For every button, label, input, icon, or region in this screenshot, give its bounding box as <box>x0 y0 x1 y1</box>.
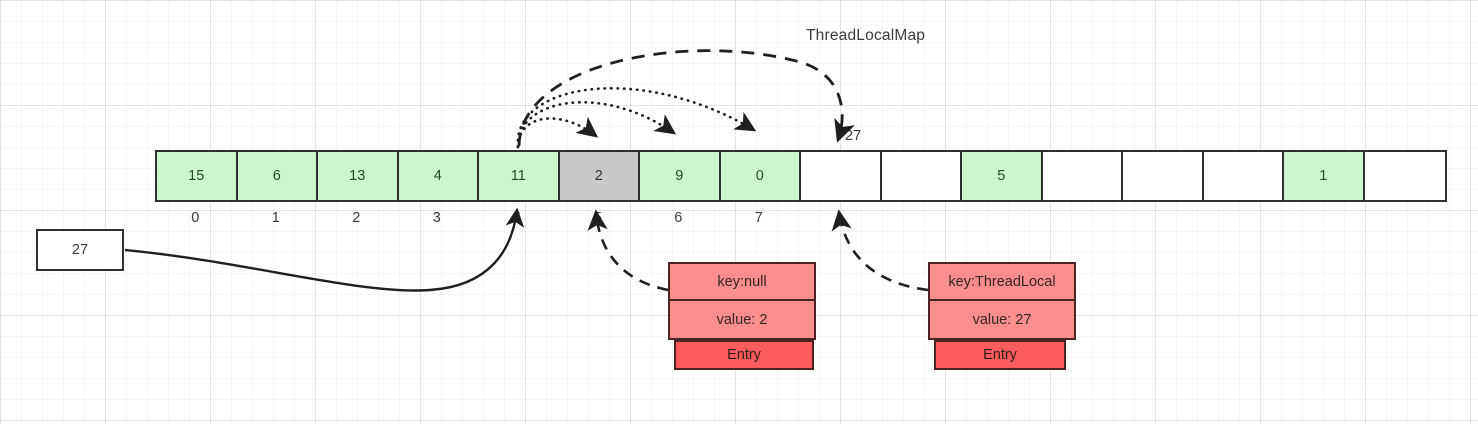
entry-type-tag: Entry <box>934 340 1066 370</box>
array-index-6: 6 <box>674 210 683 226</box>
array-cell-5: 2 <box>559 152 640 200</box>
array-cell-14: 1 <box>1284 152 1365 200</box>
entry-card-threadlocal: key:ThreadLocal value: 27 Entry <box>928 262 1076 370</box>
array-cell-13 <box>1203 152 1284 200</box>
array-cell-11 <box>1042 152 1123 200</box>
diagram-title: ThreadLocalMap <box>806 27 926 44</box>
pointer-value-text: 27 <box>71 242 89 258</box>
array-cell-6: 9 <box>640 152 721 200</box>
array-cell-1: 6 <box>237 152 318 200</box>
array-index-2: 2 <box>352 210 361 226</box>
array-cell-12 <box>1123 152 1204 200</box>
array-index-5: 5 <box>593 210 602 226</box>
pointer-value-box: 27 <box>36 229 124 271</box>
array-index-0: 0 <box>191 210 200 226</box>
probe-arc-4-to-6 <box>516 101 677 149</box>
array-index-4: 4 <box>513 210 522 226</box>
probe-arc-4-to-7 <box>516 87 757 149</box>
entry-type-tag: Entry <box>674 340 814 370</box>
slot-label-27: 27 <box>845 128 862 144</box>
array-cell-10: 5 <box>962 152 1043 200</box>
array-cell-0: 15 <box>157 152 238 200</box>
link-threadlocal-entry-to-slot8 <box>831 209 929 292</box>
entry-key-field: key:null <box>668 262 816 301</box>
array-index-3: 3 <box>432 210 441 226</box>
array-cell-2: 13 <box>318 152 399 200</box>
array-cell-9 <box>881 152 962 200</box>
entry-value-field: value: 2 <box>668 301 816 340</box>
array-cell-15 <box>1364 152 1445 200</box>
insert-arc-4-to-8 <box>517 49 855 147</box>
array-cell-7: 0 <box>720 152 801 200</box>
probe-arc-4-to-5 <box>516 116 599 149</box>
entry-key-field: key:ThreadLocal <box>928 262 1076 301</box>
entry-value-field: value: 27 <box>928 301 1076 340</box>
array-cell-4: 11 <box>479 152 560 200</box>
array-cell-3: 4 <box>398 152 479 200</box>
array-cell-8 <box>801 152 882 200</box>
array-index-7: 7 <box>754 210 763 226</box>
array-index-1: 1 <box>271 210 280 226</box>
entry-card-stale: key:null value: 2 Entry <box>668 262 816 370</box>
